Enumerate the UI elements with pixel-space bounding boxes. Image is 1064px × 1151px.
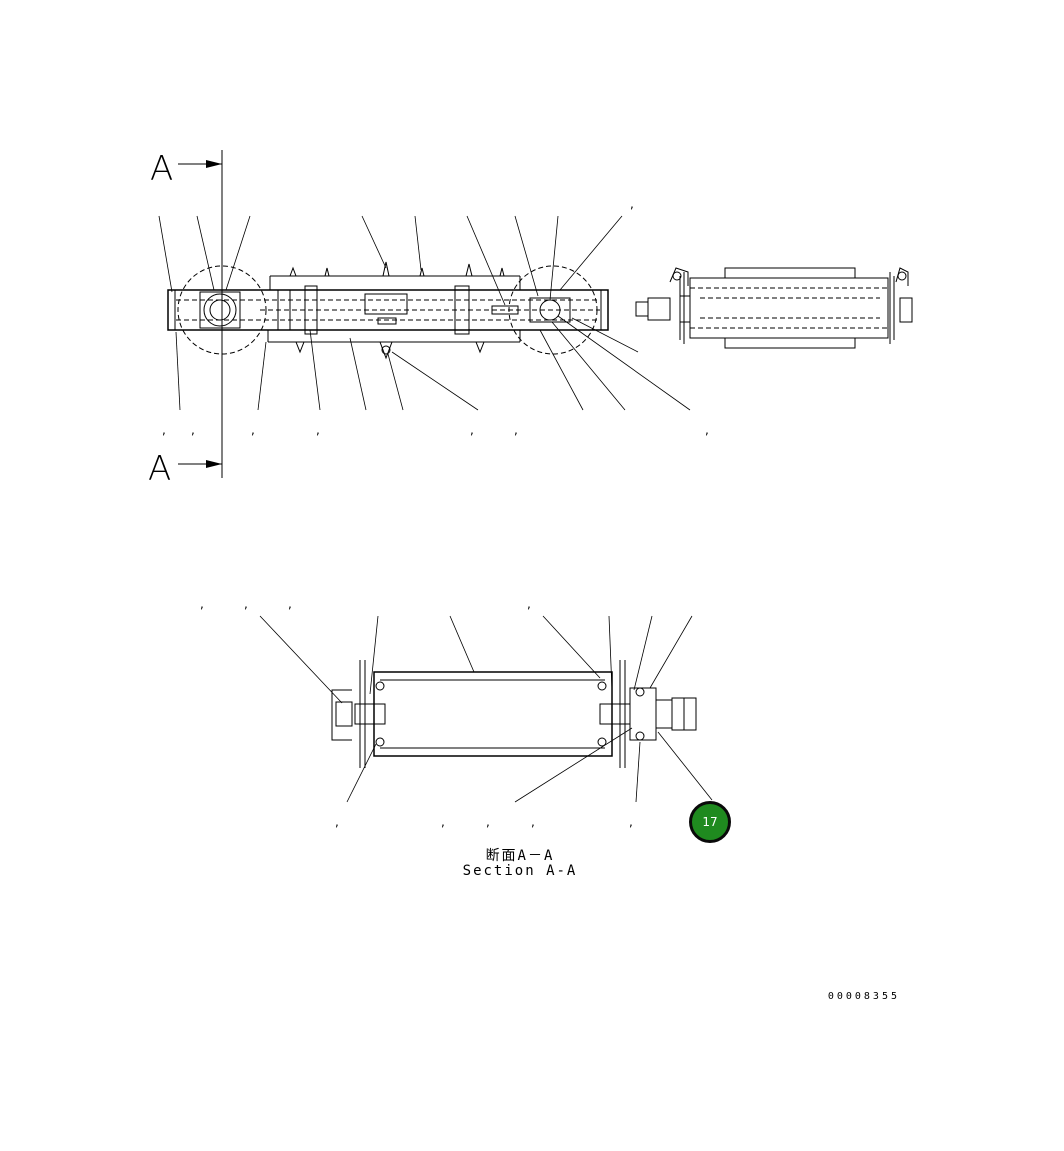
section-a-a-view xyxy=(331,660,697,768)
section-view-leaders xyxy=(259,615,713,803)
drawing-number: 00008355 xyxy=(827,991,900,1002)
callout-comma: , xyxy=(251,423,255,437)
section-cut-marker: A A xyxy=(148,149,223,489)
callout-comma: , xyxy=(288,597,292,611)
callout-comma: , xyxy=(470,423,474,437)
callout-comma: , xyxy=(629,815,633,829)
callout-comma: , xyxy=(316,423,320,437)
page-badge[interactable]: 17 xyxy=(689,801,731,843)
callout-comma: , xyxy=(630,197,634,211)
callout-separators: , , , , , , , , , , , , , , , , , xyxy=(162,197,709,829)
top-view-leaders xyxy=(158,215,691,411)
callout-comma: , xyxy=(335,815,339,829)
side-view-roll xyxy=(635,267,913,349)
callout-comma: , xyxy=(200,597,204,611)
callout-comma: , xyxy=(531,815,535,829)
section-caption-japanese: 断面A－A xyxy=(485,848,555,864)
section-letter-bottom: A xyxy=(148,449,171,489)
callout-comma: , xyxy=(514,423,518,437)
callout-comma: , xyxy=(441,815,445,829)
callout-comma: , xyxy=(527,597,531,611)
callout-comma: , xyxy=(244,597,248,611)
callout-comma: , xyxy=(191,423,195,437)
section-caption-english: Section A-A xyxy=(462,863,578,879)
section-letter-top: A xyxy=(150,149,173,189)
callout-comma: , xyxy=(162,423,166,437)
callout-comma: , xyxy=(705,423,709,437)
callout-comma: , xyxy=(486,815,490,829)
top-view-roll-assembly xyxy=(167,261,609,360)
